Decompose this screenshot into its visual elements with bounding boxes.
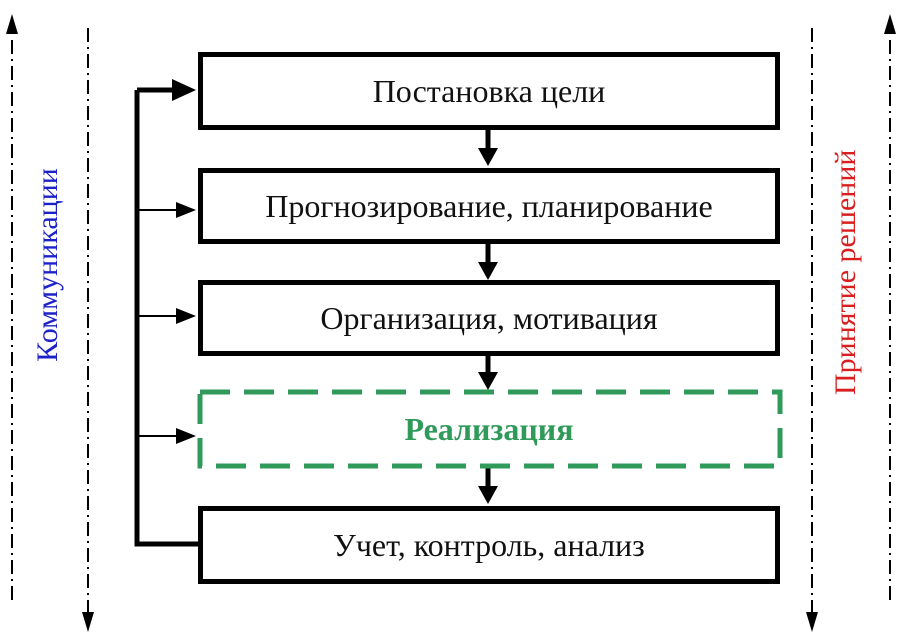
left-communication-axis <box>6 14 94 632</box>
flow-arrow-1 <box>478 148 498 166</box>
step-label: Организация, мотивация <box>320 299 658 336</box>
realization-dashed-border <box>197 389 783 469</box>
feedback-loop <box>134 79 198 547</box>
decision-making-label: Принятие решений <box>829 149 862 395</box>
step-organization-motivation: Организация, мотивация <box>198 280 780 356</box>
feedback-arrow-1 <box>172 79 196 101</box>
flow-arrow-4 <box>478 486 498 504</box>
feedback-arrow-2 <box>176 202 196 218</box>
flow-arrow-2 <box>478 262 498 280</box>
step-forecasting-planning: Прогнозирование, планирование <box>198 168 780 244</box>
flow-arrow-3 <box>478 372 498 390</box>
communications-label: Коммуникации <box>31 168 64 362</box>
step-accounting-control-analysis: Учет, контроль, анализ <box>198 506 780 584</box>
step-label: Постановка цели <box>372 72 606 109</box>
step-realization: Реализация <box>198 392 780 466</box>
flow-arrows <box>478 128 498 504</box>
right-decision-axis <box>806 14 896 632</box>
step-label: Реализация <box>404 410 574 447</box>
feedback-arrow-3 <box>176 308 196 324</box>
feedback-arrow-4 <box>176 428 196 444</box>
step-label: Прогнозирование, планирование <box>265 187 713 224</box>
step-label: Учет, контроль, анализ <box>333 526 645 563</box>
step-goal-setting: Постановка цели <box>198 52 780 130</box>
